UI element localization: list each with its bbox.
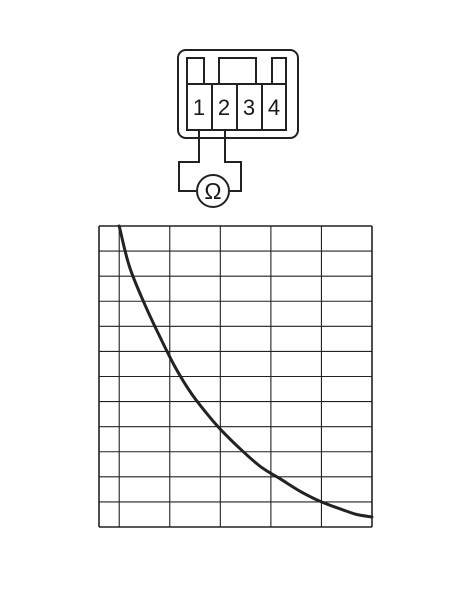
probe-lead-left bbox=[178, 130, 200, 192]
pin-label-3: 3 bbox=[243, 95, 255, 120]
connector-lock-latch bbox=[186, 57, 287, 84]
series-line bbox=[117, 224, 374, 519]
probe-lead-right bbox=[224, 130, 242, 192]
ohmmeter-icon bbox=[196, 174, 230, 208]
pin-label-1: 1 bbox=[193, 95, 205, 120]
pin-labels: 1 2 3 4 bbox=[193, 95, 280, 120]
connector-diagram bbox=[177, 49, 299, 208]
resistance-chart bbox=[98, 224, 374, 528]
chart-grid bbox=[98, 225, 373, 528]
connector-housing bbox=[177, 49, 299, 139]
pin-label-4: 4 bbox=[268, 95, 280, 120]
pin-label-2: 2 bbox=[218, 95, 230, 120]
ohm-symbol: Ω bbox=[204, 178, 221, 204]
